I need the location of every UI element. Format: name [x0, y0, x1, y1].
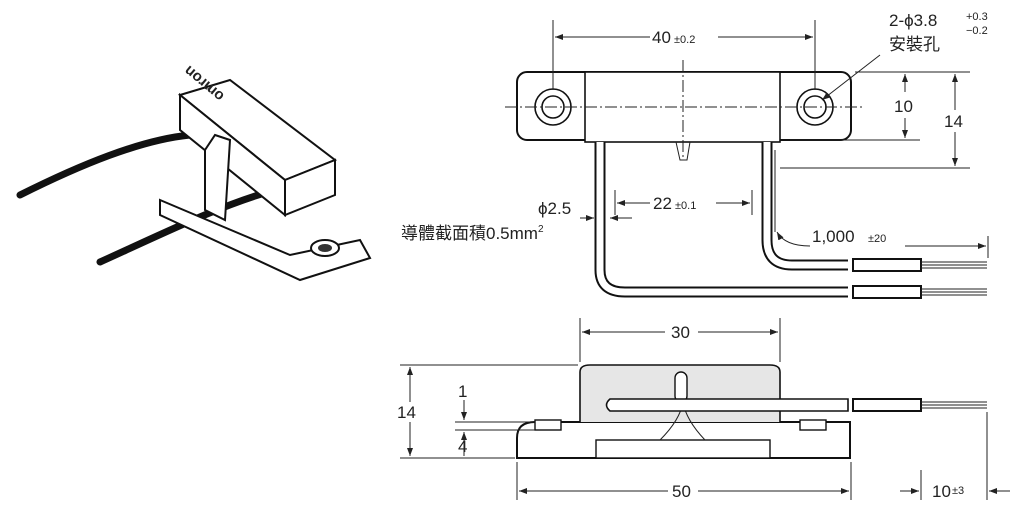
- dim-14-side: 14: [397, 403, 416, 422]
- dim-22: 22: [653, 194, 672, 213]
- side-view: 30 50 10 ±3 14 1 4: [397, 318, 1010, 501]
- dim-4: 4: [458, 437, 467, 456]
- product-illustration: omron: [16, 62, 372, 282]
- dim-50: 50: [672, 482, 691, 501]
- svg-text:±0.2: ±0.2: [674, 34, 695, 46]
- svg-text:±3: ±3: [952, 485, 964, 497]
- dim-30: 30: [671, 323, 690, 342]
- hole-spec: 2-ϕ3.8: [889, 11, 937, 30]
- svg-text:±20: ±20: [868, 233, 886, 245]
- dim-1000: 1,000: [812, 227, 855, 246]
- dim-10: 10: [894, 97, 913, 116]
- conductor-area: 導體截面積0.5mm2: [401, 224, 544, 243]
- top-view: 40 ±0.2 2-ϕ3.8 +0.3 −0.2 安裝孔 10 14 22 ±0…: [401, 11, 989, 299]
- svg-text:±0.1: ±0.1: [675, 200, 696, 212]
- dim-1: 1: [458, 382, 467, 401]
- hole-label: 安裝孔: [889, 35, 940, 54]
- dim-40: 40: [652, 28, 671, 47]
- wire-diameter: ϕ2.5: [538, 199, 571, 218]
- svg-text:−0.2: −0.2: [966, 25, 988, 37]
- svg-text:+0.3: +0.3: [966, 11, 988, 23]
- dim-10-strip: 10: [932, 482, 951, 501]
- dim-14: 14: [944, 112, 963, 131]
